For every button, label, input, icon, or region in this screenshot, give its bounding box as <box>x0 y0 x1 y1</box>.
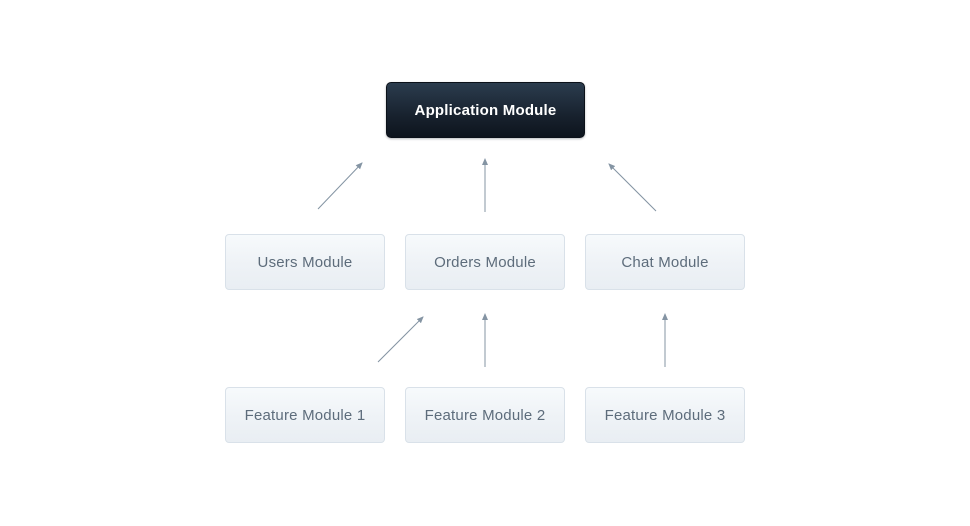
arrow-chat-to-app <box>608 163 657 212</box>
arrow-users-to-app <box>317 162 363 210</box>
node-chat-module-label: Chat Module <box>621 253 709 271</box>
node-feature-module-2-label: Feature Module 2 <box>424 406 546 424</box>
node-orders-module: Orders Module <box>405 234 565 290</box>
node-application-module-label: Application Module <box>414 101 557 119</box>
node-feature-module-3-label: Feature Module 3 <box>604 406 726 424</box>
node-users-module: Users Module <box>225 234 385 290</box>
node-application-module: Application Module <box>386 82 585 138</box>
node-feature-module-1-label: Feature Module 1 <box>244 406 366 424</box>
node-users-module-label: Users Module <box>257 253 353 271</box>
node-feature-module-1: Feature Module 1 <box>225 387 385 443</box>
node-feature-module-3: Feature Module 3 <box>585 387 745 443</box>
node-chat-module: Chat Module <box>585 234 745 290</box>
node-feature-module-2: Feature Module 2 <box>405 387 565 443</box>
node-orders-module-label: Orders Module <box>434 253 536 271</box>
arrow-feature1-to-orders <box>377 316 424 363</box>
